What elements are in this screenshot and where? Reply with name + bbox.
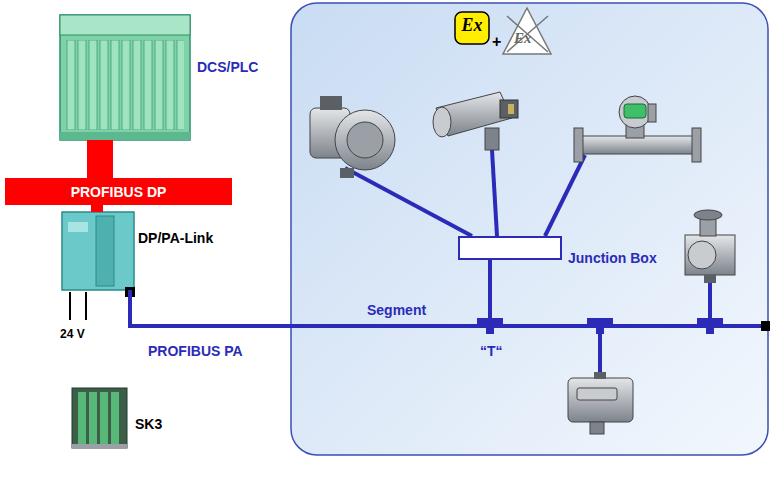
bus-connector	[87, 140, 113, 178]
node-label: SK3	[135, 416, 162, 432]
pressure-transmitter	[685, 210, 735, 283]
bus-connector	[130, 260, 490, 326]
ex-symbol	[455, 12, 489, 44]
sk3-device	[72, 388, 127, 449]
field-area	[291, 3, 768, 455]
segment-wiring	[345, 150, 766, 372]
plus-sign: +	[492, 34, 501, 50]
link-device	[62, 212, 135, 320]
node-label: DCS/PLC	[197, 59, 258, 75]
flowmeter	[574, 96, 701, 162]
t-connector	[477, 318, 723, 334]
cross-line	[507, 16, 548, 52]
terminator	[761, 321, 770, 331]
node-label: Junction Box	[568, 250, 657, 266]
ex-triangle	[503, 8, 551, 54]
segment-label: Segment	[367, 302, 426, 318]
fieldbus-band: PROFIBUS DP	[5, 178, 232, 205]
link-device: DP/PA-Link	[62, 212, 134, 290]
node-label: PROFIBUS DP	[71, 184, 167, 200]
voltage-label: 24 V	[60, 326, 85, 342]
ex-mark: Ex	[514, 30, 532, 46]
node-label: DP/PA-Link	[138, 230, 213, 246]
bus-label: PROFIBUS PA	[148, 343, 243, 359]
ex-mark: Ex	[455, 17, 489, 33]
plc-rack	[60, 15, 190, 140]
field-device	[568, 372, 633, 434]
t-label: “T“	[480, 343, 503, 359]
plc-rack: DCS/PLC	[60, 15, 190, 140]
bus-connector	[91, 205, 103, 212]
cross-line	[507, 16, 548, 52]
junction-box: Junction Box	[458, 236, 562, 260]
valve-positioner	[310, 96, 395, 178]
level-sensor	[433, 92, 518, 150]
sk3-device: SK3	[72, 388, 127, 448]
